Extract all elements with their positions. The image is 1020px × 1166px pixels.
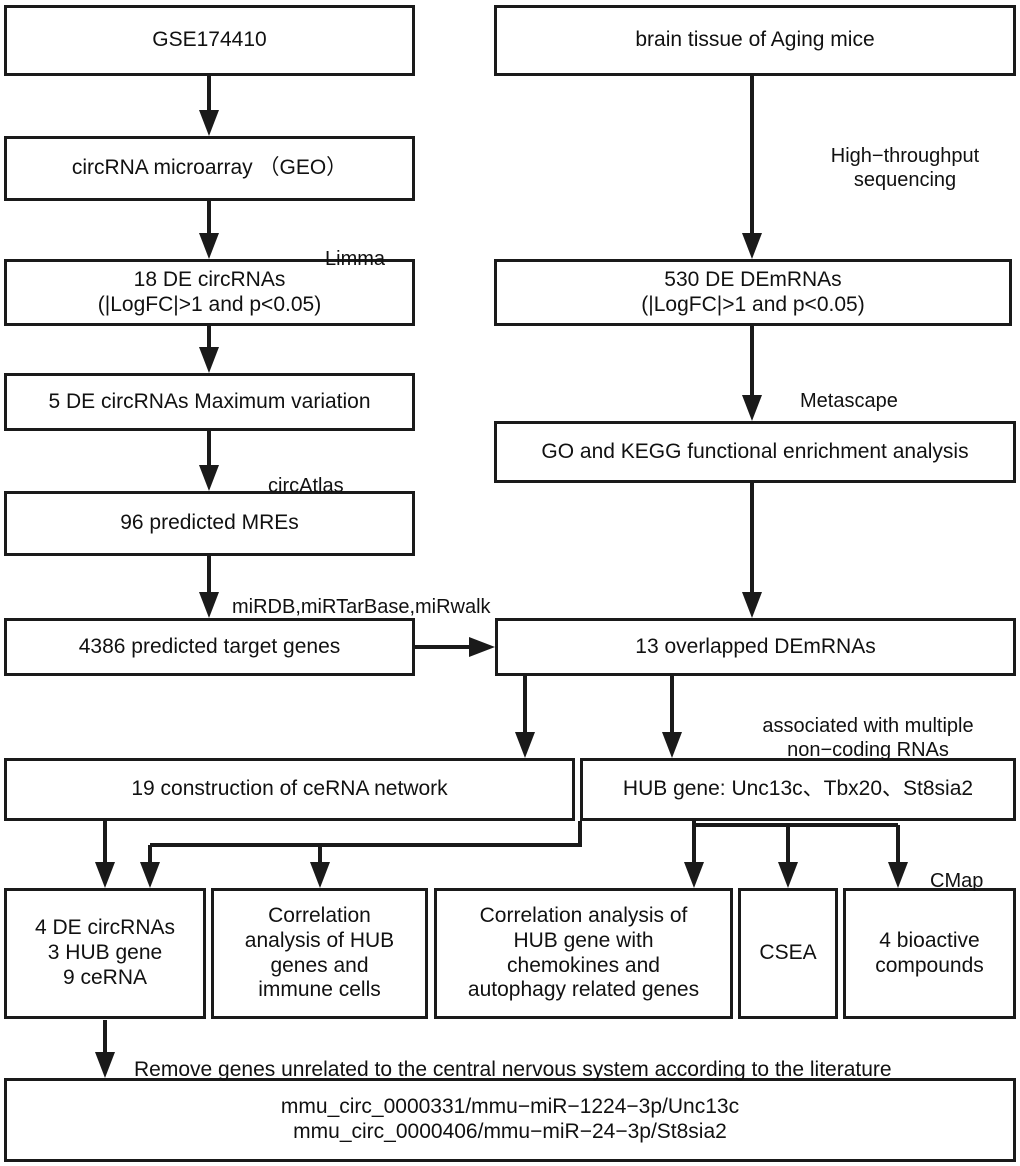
arrowhead-hub-to-chemokines	[684, 862, 704, 888]
arrowhead-530de-to-gokegg	[742, 395, 762, 421]
node-hub-gene[interactable]: HUB gene: Unc13c、Tbx20、St8sia2	[580, 758, 1016, 821]
node-go-kegg-label: GO and KEGG functional enrichment analys…	[541, 439, 969, 463]
edge-label-cmap-text: CMap	[930, 870, 984, 892]
arrowhead-microarray-to-18de	[199, 233, 219, 259]
arrowhead-overlapped-to-hub	[662, 732, 682, 758]
edge-label-circatlas: circAtlas	[268, 450, 448, 498]
node-hub-gene-label: HUB gene: Unc13c、Tbx20、St8sia2	[622, 777, 974, 801]
node-brain-tissue[interactable]: brain tissue of Aging mice	[494, 5, 1016, 76]
node-4386-target-genes[interactable]: 4386 predicted target genes	[4, 618, 415, 676]
node-csea[interactable]: CSEA	[738, 888, 838, 1019]
node-go-kegg[interactable]: GO and KEGG functional enrichment analys…	[494, 421, 1016, 483]
node-bioactive-compounds[interactable]: 4 bioactive compounds	[843, 888, 1016, 1019]
edge-label-limma: Limma	[325, 223, 485, 271]
node-13-overlapped-demrnas-label: 13 overlapped DEmRNAs	[635, 634, 876, 658]
arrowhead-result-to-final	[95, 1052, 115, 1078]
node-96-mres[interactable]: 96 predicted MREs	[4, 491, 415, 556]
node-circrna-microarray-label: circRNA microarray （GEO）	[71, 156, 348, 180]
arrowhead-cerna-to-result	[95, 862, 115, 888]
node-corr-chemokines-autophagy-label: Correlation analysis of HUB gene with ch…	[467, 903, 700, 1002]
arrowhead-overlapped-to-cerna	[515, 732, 535, 758]
node-96-mres-label: 96 predicted MREs	[120, 511, 299, 535]
edge-label-associated-ncrna: associated with multiple non−coding RNAs	[718, 690, 1018, 762]
edge-label-mir-databases-text: miRDB,miRTarBase,miRwalk	[232, 596, 491, 618]
edge-label-remove-genes: Remove genes unrelated to the central ne…	[134, 1032, 1014, 1082]
node-result-circ-hub-cerna[interactable]: 4 DE circRNAs 3 HUB gene 9 ceRNA	[4, 888, 206, 1019]
arrowhead-mres-to-targets	[199, 592, 219, 618]
node-530-de-demrnas[interactable]: 530 DE DEmRNAs (|LogFC|>1 and p<0.05)	[494, 259, 1012, 326]
edge-label-associated-ncrna-text: associated with multiple non−coding RNAs	[762, 715, 974, 761]
node-5-de-circrnas[interactable]: 5 DE circRNAs Maximum variation	[4, 373, 415, 431]
node-4386-target-genes-label: 4386 predicted target genes	[78, 634, 341, 658]
arrowhead-18de-to-5de	[199, 347, 219, 373]
edge-label-limma-text: Limma	[325, 248, 386, 270]
edge-label-circatlas-text: circAtlas	[268, 475, 344, 497]
edge-label-metascape: Metascape	[800, 365, 1000, 413]
node-csea-label: CSEA	[759, 941, 817, 965]
arrowhead-hub-to-compounds	[888, 862, 908, 888]
node-brain-tissue-label: brain tissue of Aging mice	[635, 28, 875, 52]
node-result-circ-hub-cerna-label: 4 DE circRNAs 3 HUB gene 9 ceRNA	[34, 916, 176, 989]
edge-label-high-throughput: High−throughput sequencing	[790, 120, 1020, 192]
node-circrna-microarray[interactable]: circRNA microarray （GEO）	[4, 136, 415, 201]
node-gse174410[interactable]: GSE174410	[4, 5, 415, 76]
arrowhead-brain-to-530de	[742, 233, 762, 259]
node-cerna-network[interactable]: 19 construction of ceRNA network	[4, 758, 575, 821]
arrowhead-5de-to-mres	[199, 465, 219, 491]
node-gse174410-label: GSE174410	[152, 28, 267, 52]
node-corr-immune-cells-label: Correlation analysis of HUB genes and im…	[244, 903, 395, 1002]
edge-label-high-throughput-text: High−throughput sequencing	[830, 145, 980, 191]
node-bioactive-compounds-label: 4 bioactive compounds	[875, 928, 984, 977]
node-18-de-circrnas[interactable]: 18 DE circRNAs (|LogFC|>1 and p<0.05)	[4, 259, 415, 326]
node-5-de-circrnas-label: 5 DE circRNAs Maximum variation	[48, 389, 371, 413]
edge-hub-to-left-bus	[150, 821, 582, 847]
arrowhead-gokegg-to-overlapped	[742, 592, 762, 618]
node-corr-chemokines-autophagy[interactable]: Correlation analysis of HUB gene with ch…	[434, 888, 733, 1019]
node-corr-immune-cells[interactable]: Correlation analysis of HUB genes and im…	[211, 888, 428, 1019]
node-final-cerna-axes[interactable]: mmu_circ_0000331/mmu−miR−1224−3p/Unc13c …	[4, 1078, 1016, 1162]
node-18-de-circrnas-label: 18 DE circRNAs (|LogFC|>1 and p<0.05)	[97, 267, 322, 316]
arrowhead-bus-to-corr-immune	[310, 862, 330, 888]
arrowhead-gse-to-microarray	[199, 110, 219, 136]
edge-label-metascape-text: Metascape	[800, 390, 898, 412]
node-final-cerna-axes-label: mmu_circ_0000331/mmu−miR−1224−3p/Unc13c …	[280, 1095, 740, 1143]
arrowhead-hub-to-csea	[778, 862, 798, 888]
node-13-overlapped-demrnas[interactable]: 13 overlapped DEmRNAs	[495, 618, 1016, 676]
edge-label-cmap: CMap	[930, 845, 1020, 893]
arrowhead-bus-to-result	[140, 862, 160, 888]
edge-label-remove-genes-text: Remove genes unrelated to the central ne…	[134, 1058, 892, 1082]
arrowhead-targets-to-overlapped	[469, 637, 495, 657]
node-cerna-network-label: 19 construction of ceRNA network	[131, 777, 448, 801]
node-530-de-demrnas-label: 530 DE DEmRNAs (|LogFC|>1 and p<0.05)	[641, 267, 865, 316]
edge-label-mir-databases: miRDB,miRTarBase,miRwalk	[232, 571, 652, 619]
